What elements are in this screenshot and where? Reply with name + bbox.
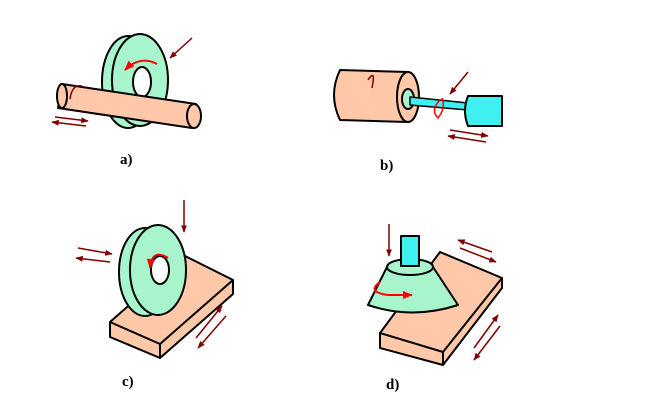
- traverse-arrow-right: [54, 116, 89, 124]
- traverse-arrow-right: [449, 129, 489, 138]
- infeed-arrow: [169, 37, 193, 59]
- plate-edges: [109, 279, 234, 358]
- figure-label-b: b): [380, 158, 394, 174]
- figure-b: [333, 69, 503, 127]
- figure-label-c: c): [122, 374, 134, 390]
- workpiece-end: [186, 103, 202, 129]
- workpiece-rotation-arrow: [367, 74, 375, 89]
- figure-d: [367, 235, 503, 366]
- spindle-chuck: [464, 95, 503, 127]
- table-arrow-down: [197, 315, 227, 349]
- wheel-rotation-arrow: [146, 253, 169, 269]
- infeed-arrow: [449, 71, 469, 95]
- figure-label-a: a): [120, 152, 133, 168]
- wheel-hole: [132, 66, 152, 98]
- spindle-shaft: [400, 235, 420, 267]
- cross-feed-arrow-right: [459, 247, 497, 263]
- cup-wheel: [367, 266, 459, 314]
- traverse-arrow-left: [51, 119, 87, 127]
- table-arrow-down: [473, 325, 501, 361]
- table-arrow-up: [195, 305, 223, 339]
- figure-c: [109, 224, 234, 359]
- figure-a: [56, 33, 202, 129]
- wheel-rotation-arrow: [124, 59, 158, 71]
- cross-feed-arrow-left: [75, 255, 111, 263]
- wheel-rotation-arrow: [433, 97, 445, 119]
- wheel-rotation-arrow: [373, 281, 413, 299]
- wheel-hole: [150, 255, 170, 285]
- table-arrow-up: [473, 314, 499, 349]
- cross-feed-arrow-right: [77, 247, 113, 256]
- plate-edges: [379, 277, 503, 365]
- workpiece-rotation-arrow: [69, 85, 83, 100]
- workpiece-end-cap: [56, 83, 68, 109]
- figure-label-d: d): [386, 377, 400, 393]
- workpiece-cylinder: [333, 69, 409, 123]
- cross-feed-arrow-left: [457, 239, 493, 253]
- traverse-arrow-left: [447, 134, 487, 143]
